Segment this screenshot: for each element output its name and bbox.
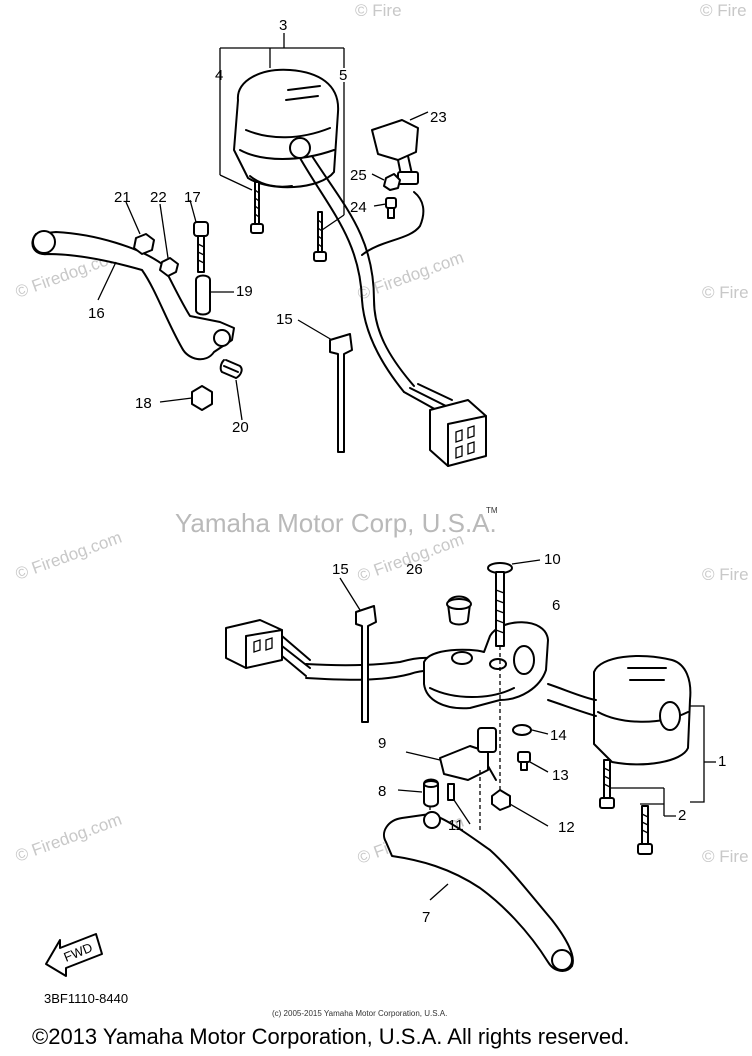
callout-11: 11 bbox=[448, 817, 464, 834]
callout-24: 24 bbox=[350, 199, 367, 216]
watermark-top-right: © Fire bbox=[700, 1, 747, 20]
watermark-right-mid: © Fire bbox=[702, 565, 749, 584]
screw-4 bbox=[250, 181, 264, 234]
trademark-mark: TM bbox=[486, 506, 498, 515]
screw-11 bbox=[447, 783, 471, 825]
callout-9: 9 bbox=[378, 735, 386, 752]
nut-12 bbox=[491, 789, 549, 827]
callout-5: 5 bbox=[339, 67, 347, 84]
callout-bracket-3 bbox=[219, 33, 345, 231]
callout-15-lower: 15 bbox=[332, 561, 349, 578]
callout-15-upper: 15 bbox=[276, 311, 293, 328]
watermark-right-upper: © Fire bbox=[702, 283, 749, 302]
screw-2b bbox=[637, 805, 653, 855]
callout-16: 16 bbox=[88, 305, 105, 322]
callout-23: 23 bbox=[430, 109, 447, 126]
coupler-lower bbox=[225, 619, 311, 677]
washer-14 bbox=[512, 724, 549, 736]
nut-18 bbox=[159, 385, 213, 411]
bolt-10 bbox=[487, 559, 541, 647]
handlebar-switch-upper bbox=[233, 68, 340, 189]
grommet-26 bbox=[446, 595, 472, 626]
center-watermark: Yamaha Motor Corp, U.S.A. bbox=[175, 508, 497, 538]
callout-labels: 3 4 5 23 25 24 21 22 17 19 16 15 18 20 1… bbox=[88, 17, 726, 926]
callout-bracket-1 bbox=[608, 705, 716, 817]
collar-8 bbox=[397, 778, 439, 808]
wire-harness-lower bbox=[305, 656, 441, 681]
callout-19: 19 bbox=[236, 283, 253, 300]
nut-22 bbox=[159, 203, 179, 277]
watermark-left-mid: © Firedog.com bbox=[13, 528, 124, 584]
callout-1: 1 bbox=[718, 753, 726, 770]
callout-3: 3 bbox=[279, 17, 287, 34]
diagram-code: 3BF1110-8440 bbox=[44, 991, 128, 1006]
callout-18: 18 bbox=[135, 395, 152, 412]
callout-21: 21 bbox=[114, 189, 131, 206]
cable-tie-15-upper bbox=[297, 319, 353, 453]
callout-25: 25 bbox=[350, 167, 367, 184]
nut-25 bbox=[371, 173, 401, 191]
callout-13: 13 bbox=[552, 767, 569, 784]
lever-16 bbox=[31, 230, 235, 361]
callout-20: 20 bbox=[232, 419, 249, 436]
callout-2: 2 bbox=[678, 807, 686, 824]
switch-9 bbox=[405, 727, 497, 781]
lever-7 bbox=[383, 811, 574, 972]
screw-24 bbox=[373, 197, 397, 219]
holder-6 bbox=[423, 621, 549, 710]
footer-copyright: ©2013 Yamaha Motor Corporation, U.S.A. A… bbox=[32, 1024, 629, 1049]
washer-21 bbox=[125, 201, 155, 255]
spring-20 bbox=[219, 359, 243, 421]
screw-5 bbox=[313, 211, 327, 262]
callout-6: 6 bbox=[552, 597, 560, 614]
watermark-right-lower: © Fire bbox=[702, 847, 749, 866]
watermark-left-lower: © Firedog.com bbox=[13, 810, 124, 866]
fwd-arrow-icon: FWD bbox=[45, 933, 103, 977]
callout-17: 17 bbox=[184, 189, 201, 206]
screw-13 bbox=[517, 751, 549, 773]
callout-4: 4 bbox=[215, 67, 223, 84]
switch-23 bbox=[371, 111, 429, 185]
small-copyright: (c) 2005-2015 Yamaha Motor Corporation, … bbox=[272, 1009, 447, 1018]
watermark-top: © Fire bbox=[355, 1, 402, 20]
callout-22: 22 bbox=[150, 189, 167, 206]
handlebar-switch-lower bbox=[547, 655, 692, 766]
screw-2a bbox=[599, 759, 615, 809]
bolt-17 bbox=[189, 199, 209, 273]
cable-tie-15-lower bbox=[339, 577, 377, 723]
callout-26: 26 bbox=[406, 561, 423, 578]
callout-8: 8 bbox=[378, 783, 386, 800]
wire-harness-upper bbox=[299, 155, 453, 413]
collar-19 bbox=[195, 274, 234, 316]
callout-10: 10 bbox=[544, 551, 561, 568]
callout-7: 7 bbox=[422, 909, 430, 926]
callout-14: 14 bbox=[550, 727, 567, 744]
callout-12: 12 bbox=[558, 819, 575, 836]
coupler-upper bbox=[429, 399, 487, 467]
